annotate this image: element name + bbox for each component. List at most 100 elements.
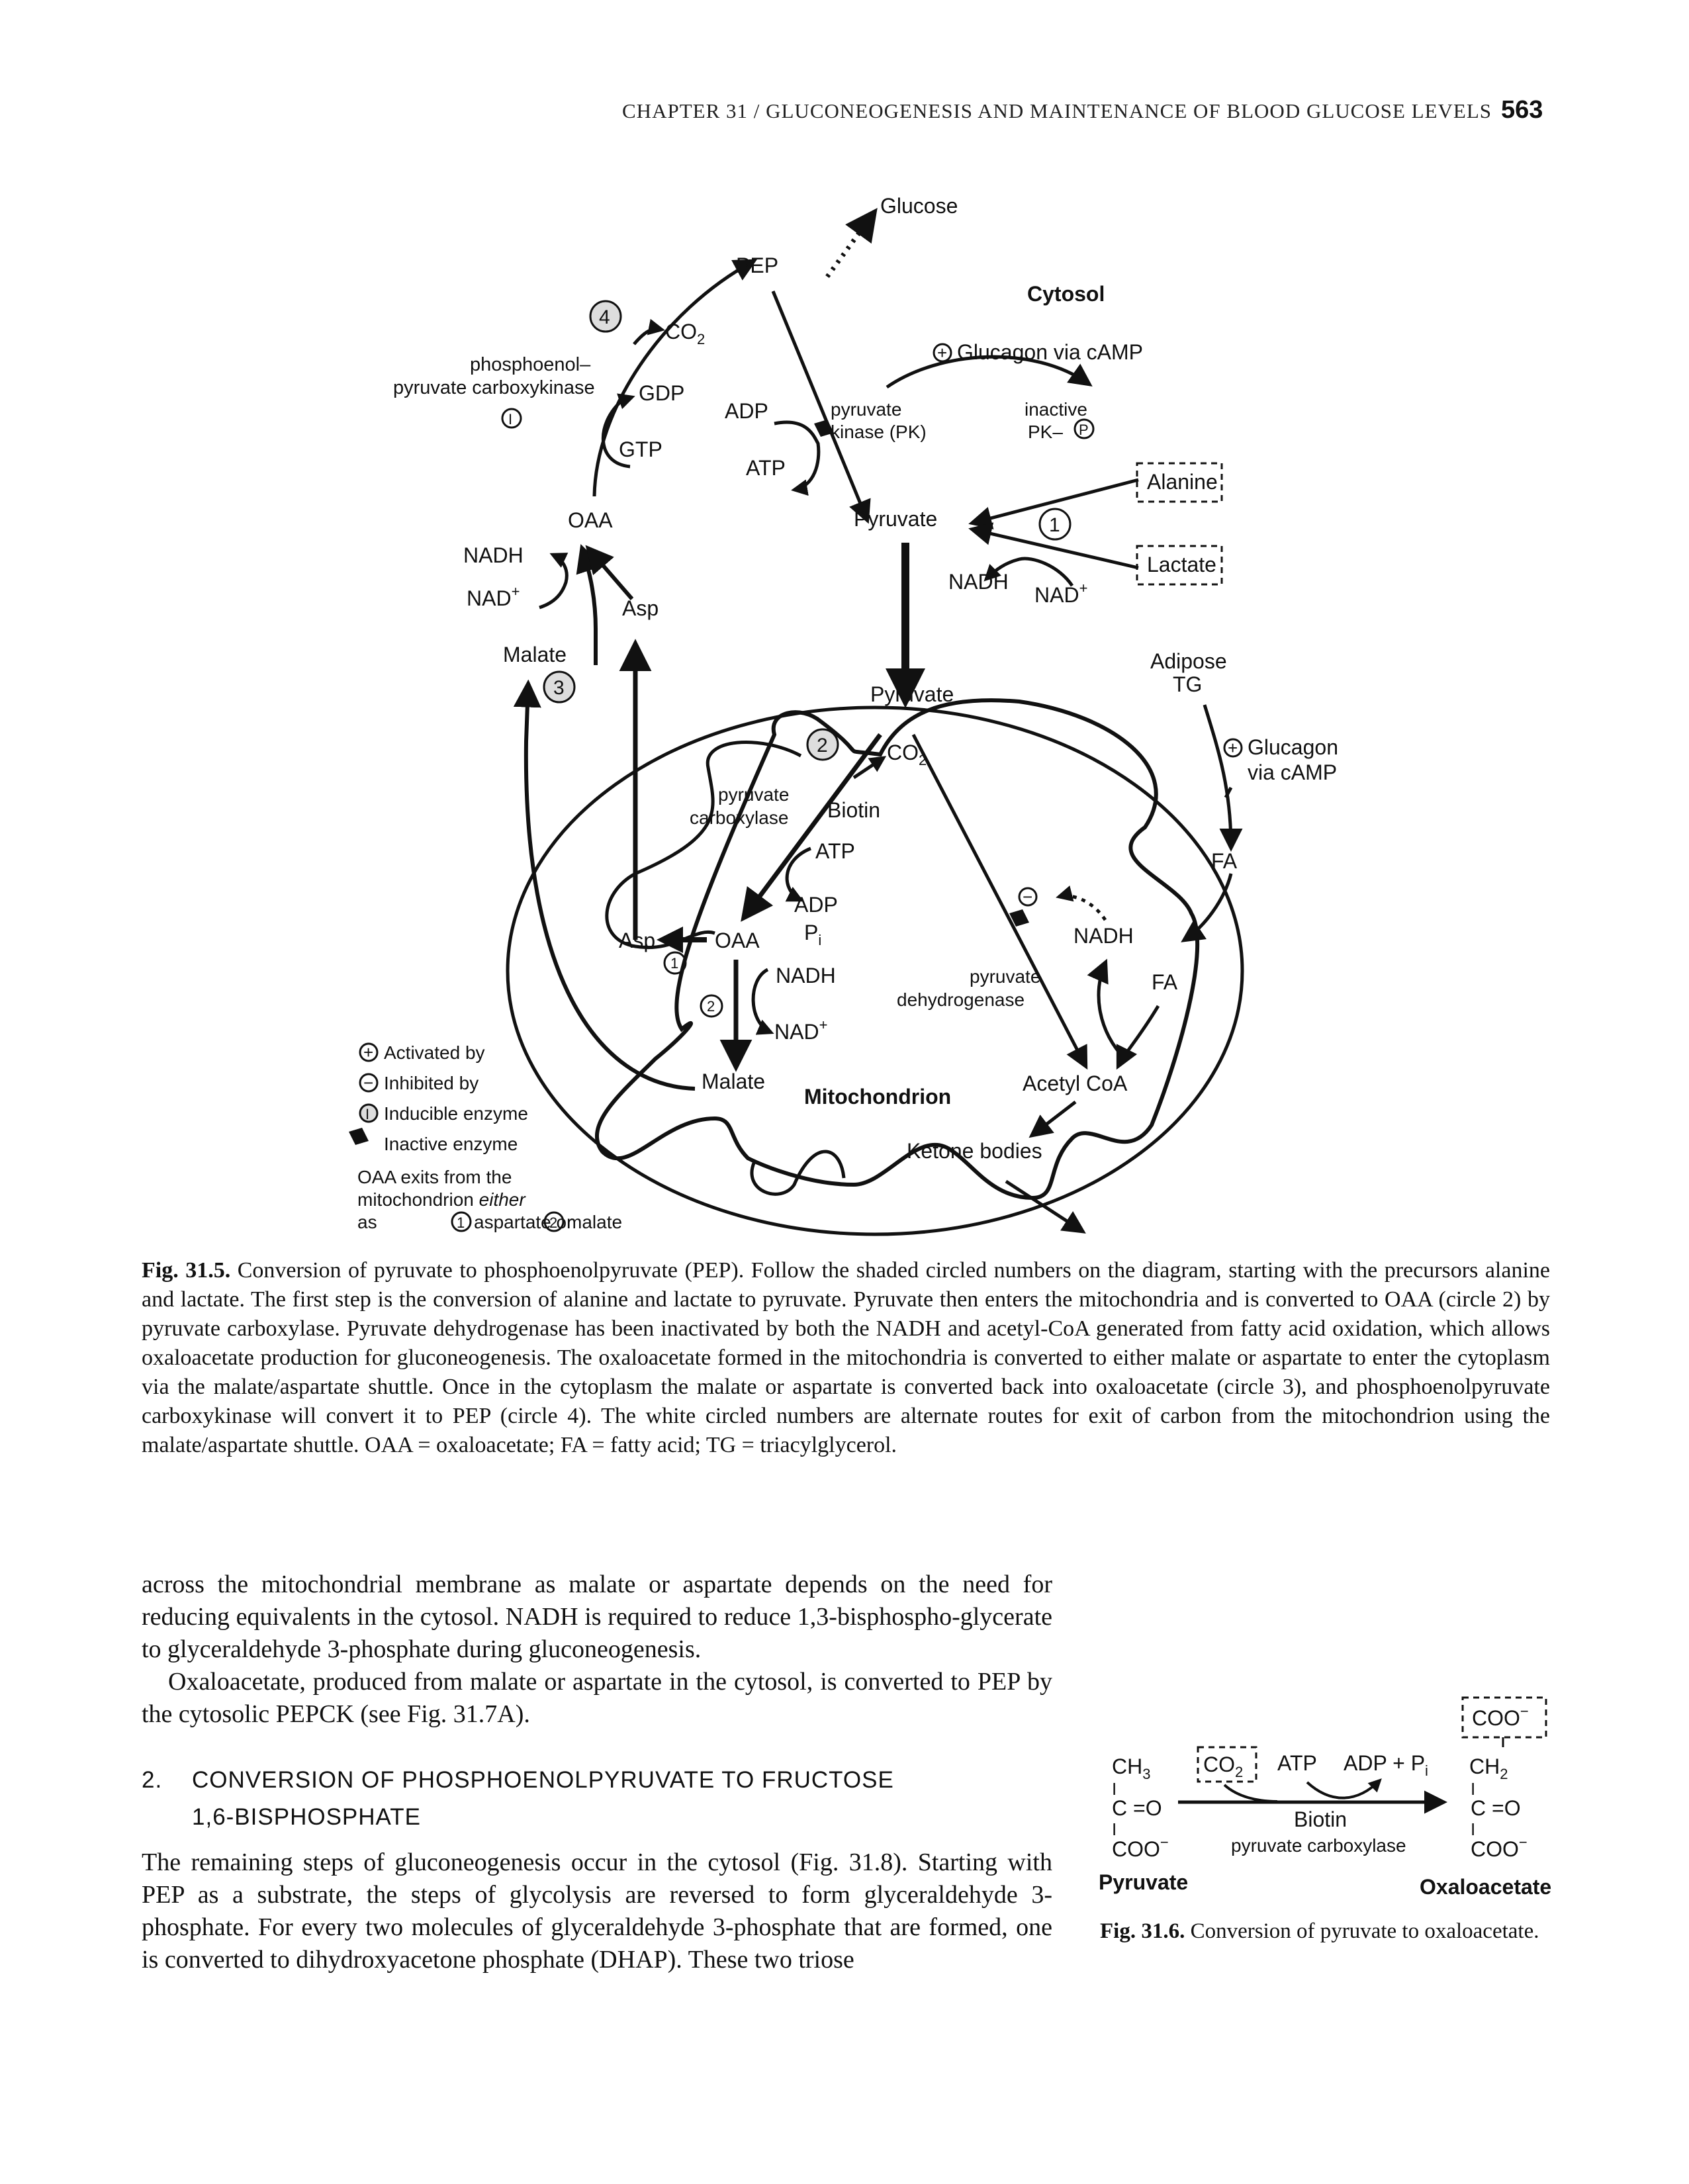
figure-31-6-caption: Fig. 31.6. Conversion of pyruvate to oxa… bbox=[1100, 1917, 1557, 1945]
label-pdh-1: pyruvate bbox=[970, 966, 1040, 987]
label-nadh-mito: NADH bbox=[776, 964, 836, 987]
biotin-fig31-6: Biotin bbox=[1294, 1807, 1347, 1831]
arrow-nadh-nad-mito bbox=[751, 968, 774, 1035]
arrow-atp-adp-fig31-6 bbox=[1306, 1778, 1382, 1799]
legend-circle-2-num: 2 bbox=[549, 1214, 557, 1231]
circle-2-marker bbox=[806, 728, 839, 761]
label-nadh-cytosol: NADH bbox=[463, 543, 524, 567]
legend-oaa-exits-2: mitochondrion either bbox=[357, 1189, 526, 1210]
atp-fig31-6: ATP bbox=[1277, 1751, 1317, 1775]
label-pc-2: carboxylase bbox=[690, 807, 788, 828]
label-circle-2-mito: 2 bbox=[707, 998, 715, 1015]
label-circle-3: 3 bbox=[553, 677, 565, 699]
label-adp-top: ADP bbox=[725, 399, 768, 423]
label-adipose: Adipose bbox=[1150, 649, 1227, 673]
coo-right: COO− bbox=[1471, 1834, 1528, 1861]
legend-circle-1 bbox=[451, 1211, 472, 1232]
arrow-adipose-to-fa bbox=[1203, 704, 1243, 852]
mito-outer-membrane bbox=[506, 705, 1244, 1236]
label-malate-mito: Malate bbox=[702, 1069, 765, 1093]
precursor-boxes bbox=[1136, 462, 1223, 586]
arrow-acetylcoa-to-ketone bbox=[1028, 1101, 1077, 1138]
label-gtp: GTP bbox=[619, 437, 662, 461]
crista-left bbox=[605, 741, 802, 950]
label-acetyl-coa: Acetyl CoA bbox=[1023, 1071, 1128, 1095]
legend-inhibited: Inhibited by bbox=[384, 1073, 479, 1093]
legend-oaa-exits-1: OAA exits from the bbox=[357, 1167, 512, 1187]
label-circle-2: 2 bbox=[817, 735, 828, 756]
figure-31-5-diagram bbox=[506, 698, 1244, 1236]
caption2-label: Fig. 31.6. bbox=[1100, 1919, 1185, 1943]
p-circle bbox=[1073, 418, 1095, 439]
label-glucose: Glucose bbox=[880, 194, 958, 218]
coo-left: COO− bbox=[1112, 1834, 1169, 1861]
legend-oaa-exits-3c: malate bbox=[567, 1212, 622, 1232]
circle-1-mito bbox=[663, 951, 687, 975]
co2-dashed-box bbox=[1197, 1746, 1257, 1783]
enzyme-fig31-6: pyruvate carboxylase bbox=[1231, 1835, 1406, 1856]
mito-pathway bbox=[657, 733, 1233, 1234]
circle-4-marker bbox=[589, 300, 622, 333]
label-circle-4: 4 bbox=[599, 306, 610, 328]
cytosol-pathway bbox=[513, 208, 1243, 1091]
label-fa-2: FA bbox=[1152, 970, 1178, 994]
figure-31-5-labels: Glucose PEP Cytosol 4 CO2 GDP GTP phosph… bbox=[357, 194, 1338, 1232]
circled-markers bbox=[359, 300, 1243, 1232]
arrow-co2-out bbox=[633, 318, 665, 345]
glucagon2-plus-marker bbox=[1223, 738, 1243, 758]
running-head: CHAPTER 31 / GLUCONEOGENESIS AND MAINTEN… bbox=[622, 99, 1492, 122]
bond-2: I bbox=[1112, 1819, 1117, 1839]
arrow-glucagon-tg bbox=[1224, 786, 1233, 799]
caption-label: Fig. 31.5. bbox=[142, 1258, 231, 1283]
section-number: 2. bbox=[142, 1767, 163, 1793]
label-mitochondrion: Mitochondrion bbox=[804, 1085, 951, 1109]
arrow-lactate-to-pyruvate bbox=[968, 522, 1139, 570]
page-number: 563 bbox=[1501, 96, 1543, 124]
body-paragraph-2: Oxaloacetate, produced from malate or as… bbox=[142, 1668, 1052, 1728]
figure-31-6-diagram: COO− CH3 I C =O I COO− CO2 ATP ADP + Pi … bbox=[1099, 1696, 1551, 1899]
label-asp-mito: Asp bbox=[619, 929, 655, 952]
bond-4: I bbox=[1471, 1819, 1475, 1839]
bond-1: I bbox=[1112, 1779, 1117, 1799]
arrow-gtp-gdp bbox=[601, 393, 635, 469]
inactive-pdh-marker bbox=[1009, 909, 1029, 927]
mito-inner-membrane bbox=[595, 698, 1200, 1201]
co-right: C =O bbox=[1471, 1796, 1521, 1820]
label-pepck-1: phosphoenol– bbox=[470, 354, 591, 375]
label-pdh-minus: − bbox=[1023, 887, 1032, 907]
label-pep: PEP bbox=[736, 253, 778, 277]
label-nad-top: NAD+ bbox=[1034, 580, 1087, 607]
label-circle-1-top: 1 bbox=[1049, 514, 1060, 536]
arrow-pep-to-glucose bbox=[825, 208, 878, 279]
label-alanine: Alanine bbox=[1147, 470, 1218, 494]
label-malate-cytosol: Malate bbox=[503, 643, 567, 666]
arrow-co2-in bbox=[852, 756, 887, 780]
inactive-legend-marker bbox=[349, 1128, 369, 1145]
legend-plus: + bbox=[363, 1042, 373, 1062]
alanine-box bbox=[1136, 462, 1223, 503]
label-tg: TG bbox=[1173, 672, 1202, 696]
legend-oaa-exits-3b: aspartate or bbox=[474, 1212, 572, 1232]
label-nadh-mito-right: NADH bbox=[1073, 924, 1134, 948]
circle-3-marker bbox=[543, 670, 576, 704]
arrow-atp-adp bbox=[785, 846, 811, 902]
legend-circle-2 bbox=[543, 1211, 565, 1232]
coo-dashed-box bbox=[1461, 1696, 1547, 1739]
label-adp-mito: ADP bbox=[794, 893, 838, 917]
adp-pi-fig31-6: ADP + Pi bbox=[1344, 1751, 1428, 1779]
label-asp-cytosol: Asp bbox=[622, 596, 659, 620]
label-inactive-2: PK– bbox=[1028, 422, 1063, 442]
section-title-line1: CONVERSION OF PHOSPHOENOLPYRUVATE TO FRU… bbox=[192, 1767, 894, 1793]
label-glucagon-plus: + bbox=[937, 343, 947, 363]
lactate-box bbox=[1136, 545, 1223, 586]
co2-fig31-6: CO2 bbox=[1203, 1752, 1243, 1780]
arrow-pyr-to-acetylcoa bbox=[911, 733, 1088, 1070]
label-pyruvate-mito: Pyruvate bbox=[870, 682, 954, 706]
label-oaa-mito: OAA bbox=[715, 929, 760, 952]
label-pi-mito: Pi bbox=[804, 921, 821, 948]
arrow-pep-to-pyruvate bbox=[771, 291, 871, 524]
glucagon-plus-marker bbox=[933, 343, 952, 363]
arrow-malate-to-oaa bbox=[576, 544, 603, 665]
inactive-pk-marker bbox=[814, 420, 834, 437]
